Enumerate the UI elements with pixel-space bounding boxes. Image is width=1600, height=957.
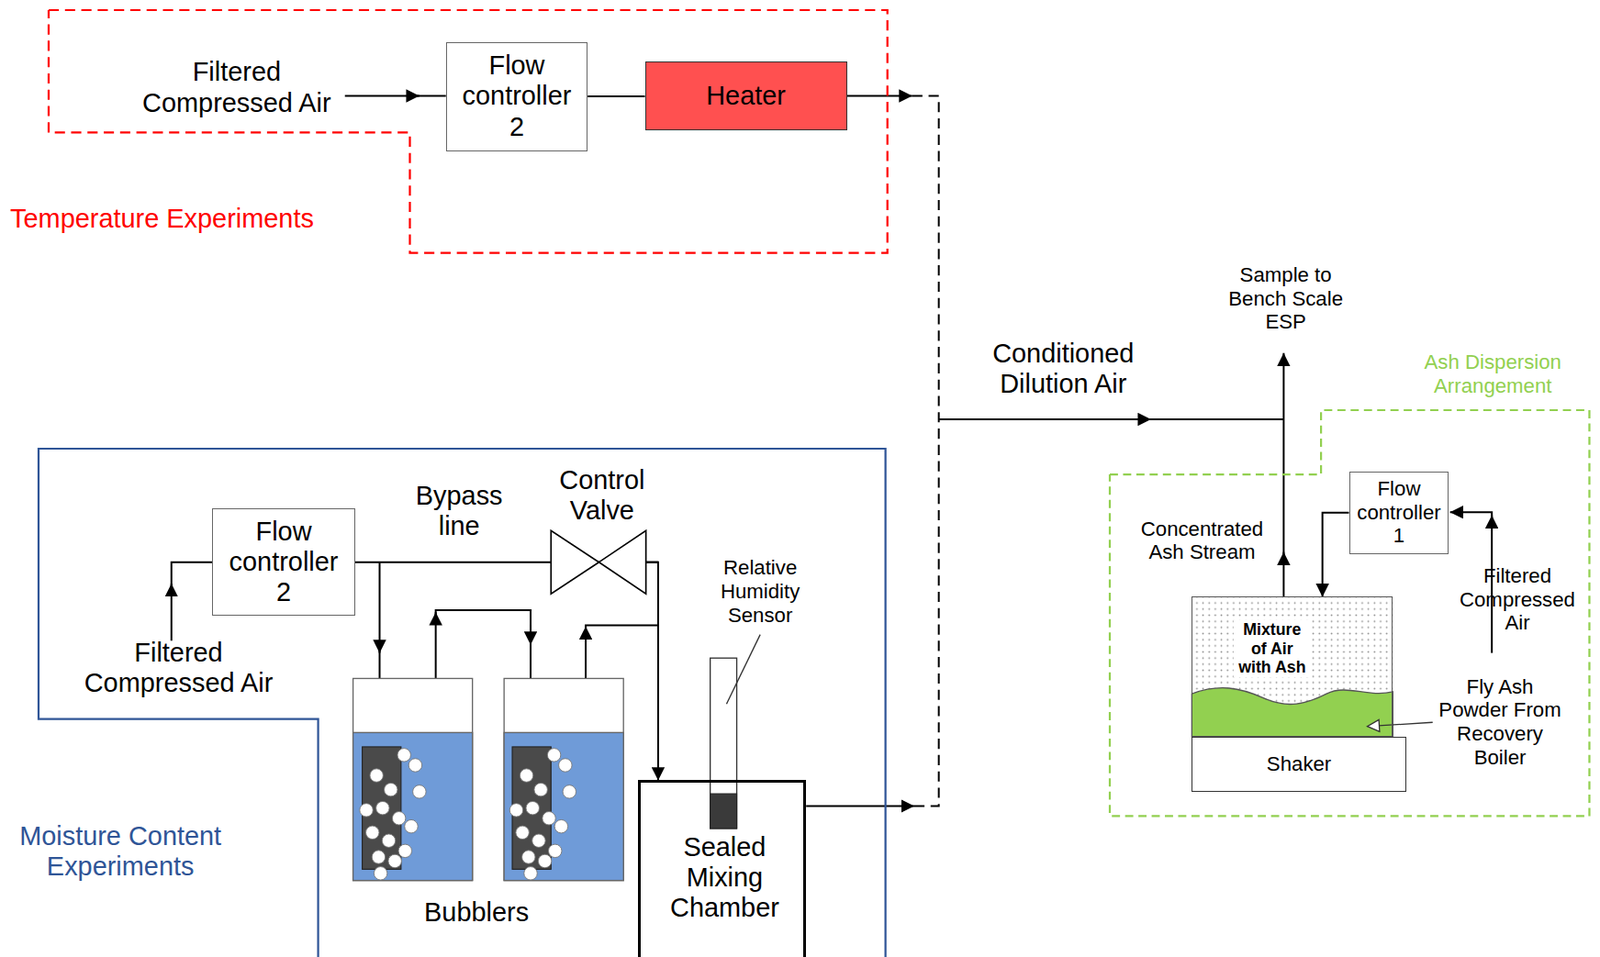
node-label: Mixture of Air with Ash — [1233, 620, 1311, 677]
air-bubble — [509, 804, 523, 817]
process-box: Flow controller 1 — [1349, 471, 1450, 555]
dilution-air-line — [1142, 418, 1284, 421]
annotation-label: Concentrated Ash Stream — [1125, 517, 1279, 565]
air-bubble — [369, 769, 383, 783]
air-bubble — [515, 826, 529, 840]
bubbler-outlet-line — [585, 626, 659, 633]
air-inlet-line — [345, 95, 420, 98]
bubbler-feed-line — [379, 562, 381, 654]
flow-connector — [587, 95, 645, 98]
mixing-chamber: Sealed Mixing Chamber — [637, 780, 806, 957]
region-border — [1109, 410, 1589, 817]
air-bubble — [547, 749, 560, 762]
experiment-region: Temperature ExperimentsFlow controller 2… — [48, 10, 888, 254]
annotation-label: Bypass line — [402, 481, 515, 542]
process-box: Flow controller 2 — [212, 508, 356, 617]
ash-container: Mixture of Air with Ash — [1191, 596, 1393, 737]
region-label: Temperature Experiments — [10, 203, 398, 235]
annotation-label: Filtered Compressed Air — [66, 637, 291, 699]
air-bubble — [532, 834, 546, 848]
bubble-group — [359, 749, 577, 881]
fly-ash-powder — [1191, 688, 1393, 738]
air-inlet-line — [171, 562, 213, 590]
air-bubble — [548, 844, 561, 858]
shaker-box: Shaker — [1191, 737, 1406, 793]
node-label: Heater — [705, 80, 786, 112]
sensor-tip — [710, 794, 738, 829]
node-label: Sealed Mixing Chamber — [653, 832, 797, 925]
humidity-sensor — [710, 658, 738, 829]
annotation-label: Sample to Bench Scale ESP — [1224, 263, 1347, 335]
flow-connector — [1322, 513, 1350, 598]
air-bubble — [537, 854, 551, 868]
leader-arrow — [1367, 722, 1433, 727]
air-bubble — [522, 850, 536, 864]
dilution-air-line — [939, 418, 1152, 421]
air-bubble — [384, 783, 398, 796]
air-bubble — [413, 785, 426, 799]
air-bubble — [554, 819, 568, 833]
annotation-label: Filtered Compressed Air — [1453, 564, 1581, 636]
air-bubble — [408, 759, 422, 773]
air-inlet-line — [1450, 512, 1493, 521]
annotation-label: Filtered Compressed Air — [124, 56, 350, 118]
leader-line — [726, 635, 761, 705]
air-inlet-line — [413, 95, 447, 98]
valve-outlet-line — [646, 561, 659, 564]
node-label: Flow controller 2 — [227, 516, 340, 609]
air-bubble — [381, 834, 395, 848]
region-label: Ash Dispersion Arrangement — [1402, 350, 1583, 398]
bubbler-link-line — [435, 612, 437, 679]
bubbler-link-line — [436, 610, 531, 641]
air-bubble — [391, 812, 405, 826]
heater-outlet-line — [847, 95, 913, 98]
ash-air-mixture — [1191, 596, 1393, 737]
air-bubble — [404, 819, 418, 833]
air-bubble — [398, 844, 412, 858]
air-bubble — [371, 850, 385, 864]
node-label: Shaker — [1266, 752, 1332, 777]
bubbler-water — [503, 732, 624, 881]
air-bubble — [376, 801, 390, 815]
air-bubble — [397, 749, 411, 762]
valve-symbol — [599, 530, 647, 594]
dashed-junction-line — [912, 96, 940, 807]
air-bubble — [519, 769, 533, 783]
air-bubble — [388, 854, 402, 868]
node-label: Flow controller 1 — [1354, 477, 1444, 549]
annotation-label: Conditioned Dilution Air — [961, 338, 1165, 400]
air-bubble — [559, 759, 572, 773]
process-box: Flow controller 2 — [446, 42, 589, 152]
air-inlet-line — [170, 583, 173, 641]
air-bubble — [525, 801, 539, 815]
bubbler-vessel — [353, 678, 473, 881]
annotation-label: Bubblers — [400, 897, 554, 929]
heater-box: Heater — [645, 61, 848, 132]
air-bubble — [366, 826, 380, 840]
sample-line — [1282, 353, 1285, 560]
node-label: Flow controller 2 — [460, 50, 573, 143]
air-bubble — [359, 804, 373, 817]
annotation-label: Fly Ash Powder From Recovery Boiler — [1433, 675, 1567, 770]
bubbler-outlet-line — [584, 626, 587, 680]
air-bubble — [534, 783, 548, 796]
annotation-label: Control Valve — [540, 465, 663, 526]
air-bubble — [373, 867, 387, 881]
air-bubble — [562, 785, 576, 799]
bubbler-vessel — [503, 678, 624, 881]
chamber-outlet-line — [805, 805, 915, 807]
bubbler-water — [353, 732, 473, 881]
region-label: Moisture Content Experiments — [2, 821, 238, 883]
air-bubble — [542, 812, 556, 826]
annotation-label: Relative Humidity Sensor — [704, 556, 817, 627]
valve-symbol — [550, 530, 599, 594]
air-bubble — [524, 867, 538, 881]
